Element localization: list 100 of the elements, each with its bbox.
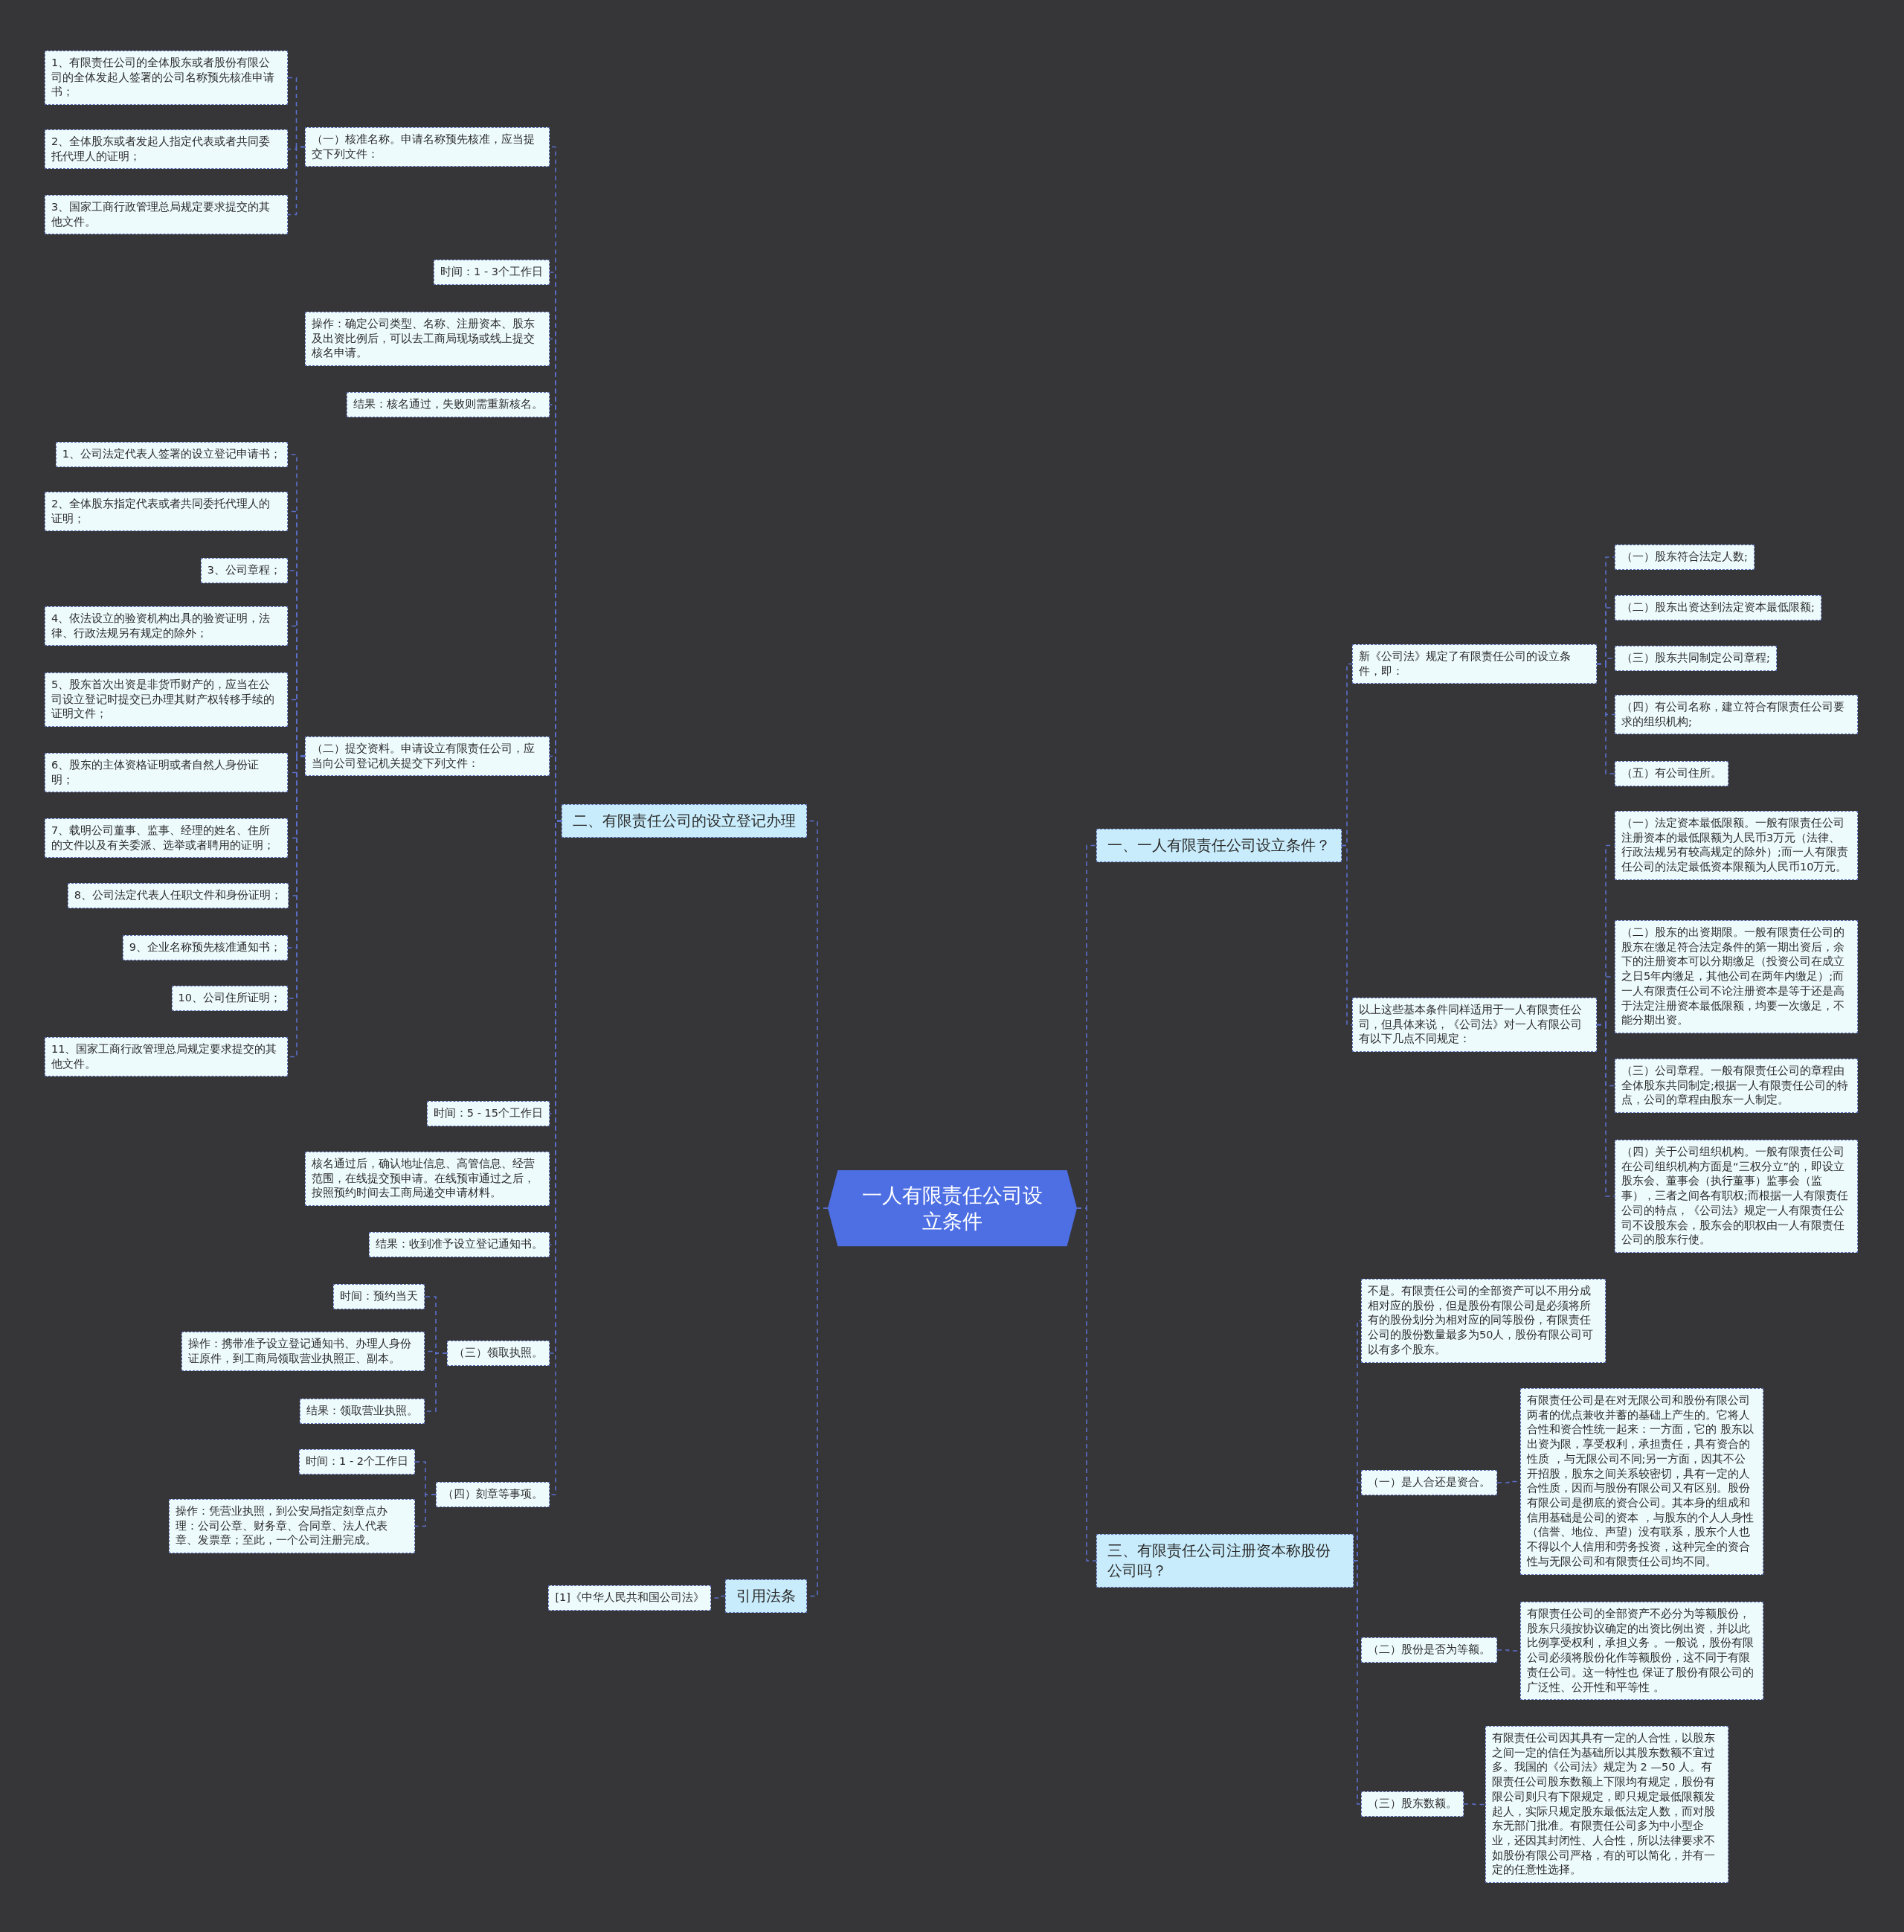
main-topic-box — [1096, 1534, 1354, 1588]
central-topic-hexagon — [828, 1170, 1077, 1247]
connector-line — [1353, 1560, 1362, 1805]
topic-text: 操作：凭营业执照，到公安局指定刻章点办理：公司公章、财务章、合同章、法人代表章、发票章；至此，一个公司注册完成。 — [176, 1504, 388, 1548]
subtopic-box — [45, 753, 288, 793]
topic-text: （二）股东的出资期限。一般有限责任公司的股东在缴足符合法定条件的第一期出资后，余下的注册资本可以分期缴足（投资公司在成立之日5年内缴足，其他公司在两年内缴足）;而一人有限责任公司不论注册资本是等于还是高于法定注册资本最低限额，均要一次缴足，不能分期出资。 — [1621, 925, 1845, 1028]
subtopic-box — [200, 558, 288, 583]
subtopic-box — [347, 392, 550, 417]
topic-text: （四）关于公司组织机构。一般有限责任公司在公司组织机构方面是“三权分立”的，即设立股东会、董事会（执行董事）监事会（监事），三者之间各有职权;而根据一人有限责任公司的特点，《公司法》规定一人有限责任公司不设股东会，股东会的职权由一人有限责任公司的股东行使。 — [1621, 1145, 1849, 1248]
subtopic-box — [436, 1482, 550, 1507]
subtopic-box — [333, 1284, 425, 1309]
topic-text: （三）领取执照。 — [454, 1346, 543, 1360]
topic-text: （三）股东数额。 — [1368, 1797, 1457, 1811]
topic-text: 操作：确定公司类型、名称、注册资本、股东及出资比例后，可以去工商局现场或线上提交核名申请。 — [312, 317, 536, 361]
subtopic-box — [181, 1332, 425, 1372]
subtopic-box — [300, 1399, 425, 1424]
subtopic-box — [305, 1152, 550, 1207]
subtopic-box — [67, 883, 289, 908]
topic-text: 10、公司住所证明； — [178, 991, 281, 1005]
topic-text: 一、一人有限责任公司设立条件？ — [1107, 835, 1331, 856]
topic-text: 时间：5 - 15个工作日 — [433, 1106, 543, 1120]
topic-text: （五）有公司住所。 — [1621, 766, 1722, 780]
subtopic-box — [426, 1101, 550, 1126]
topic-text: 二、有限责任公司的设立登记办理 — [573, 811, 796, 831]
topic-text: 2、全体股东指定代表或者共同委托代理人的证明； — [51, 497, 271, 526]
topic-text: （一）股东符合法定人数; — [1621, 550, 1748, 564]
subtopic-box — [1615, 1140, 1858, 1254]
subtopic-box — [1361, 1279, 1606, 1363]
main-topic-box — [1096, 829, 1342, 863]
topic-text: 结果：核名通过，失败则需重新核名。 — [353, 397, 543, 411]
subtopic-box — [447, 1341, 550, 1366]
topic-text: 不是。有限责任公司的全部资产可以不用分成相对应的股份，但是股份有限公司是必须将所有的股份划分为相对应的同等股份，有限责任公司的股份数量最多为50人，股份有限公司可以有多个股东。 — [1368, 1284, 1595, 1357]
topic-text: 三、有限责任公司注册资本称股份公司吗？ — [1107, 1541, 1331, 1582]
topic-text: 结果：收到准予设立登记通知书。 — [376, 1237, 543, 1251]
connector-line — [1076, 1207, 1097, 1562]
connector-line — [287, 146, 306, 216]
subtopic-box — [1615, 695, 1858, 735]
topic-text: （一）是人合还是资合。 — [1368, 1475, 1490, 1489]
topic-text: 8、公司法定代表人任职文件和身份证明； — [74, 888, 282, 902]
topic-text: 5、股东首次出资是非货币财产的，应当在公司设立登记时提交已办理其财产权转移手续的证明文件； — [51, 678, 275, 722]
main-topic-box — [725, 1579, 807, 1614]
topic-text: 1、公司法定代表人签署的设立登记申请书； — [62, 447, 281, 461]
subtopic-box — [1520, 1602, 1763, 1701]
topic-text: 6、股东的主体资格证明或者自然人身份证明； — [51, 758, 260, 787]
topic-text: 有限责任公司是在对无限公司和股份有限公司两者的优点兼收并蓄的基础上产生的。它将人合性和资合性统一起来：一方面，它的 股东以出资为限，享受权利，承担责任，具有资合的性质 ，与无限公司不同;另一方面，因其不公开招股，股东之间关系较密切，具有一定的人合性质，因而与股份有限公司又有区别。股份有限公司是彻底的资合公司。其本身的组成和信用基础是公司的资本 ，与股东的个人人身性（信誉、地位、声望）没有联系，股东个人也不得以个人信用和劳务投资，这种完全的资合性与无限公司和有限责任公司均不同。 — [1527, 1393, 1755, 1569]
connector-line — [1596, 663, 1615, 774]
topic-text: （四）有公司名称，建立符合有限责任公司要求的组织机构; — [1621, 700, 1845, 729]
subtopic-box — [45, 51, 288, 106]
subtopic-box — [45, 818, 288, 859]
topic-text: 时间：预约当天 — [340, 1289, 418, 1303]
subtopic-box — [1615, 646, 1777, 671]
topic-text: 3、公司章程； — [207, 563, 281, 577]
subtopic-box — [1361, 1637, 1497, 1663]
topic-text: （三）公司章程。一般有限责任公司的章程由全体股东共同制定;根据一人有限责任公司的特点，公司的章程由股东一人制定。 — [1621, 1064, 1849, 1108]
topic-text: 核名通过后，确认地址信息、高管信息、经营范围，在线提交预申请。在线预审通过之后，按照预约时间去工商局递交申请材料。 — [312, 1157, 536, 1201]
topic-text: 7、载明公司董事、监事、经理的姓名、住所的文件以及有关委派、选举或者聘用的证明； — [51, 824, 275, 853]
topic-text: 新《公司法》规定了有限责任公司的设立条件，即： — [1359, 649, 1572, 678]
subtopic-box — [45, 1037, 288, 1077]
subtopic-box — [434, 260, 550, 285]
subtopic-box — [1352, 998, 1597, 1053]
topic-text: （四）刻章等事项。 — [443, 1487, 543, 1501]
subtopic-box — [55, 442, 288, 467]
subtopic-box — [1615, 1059, 1858, 1114]
subtopic-box — [305, 127, 550, 167]
subtopic-box — [299, 1449, 415, 1474]
topic-text: 1、有限责任公司的全体股东或者股份有限公司的全体发起人签署的公司名称预先核准申请书； — [51, 56, 275, 100]
subtopic-box — [548, 1585, 711, 1611]
subtopic-box — [1352, 644, 1597, 684]
subtopic-box — [1615, 761, 1728, 786]
subtopic-box — [169, 1499, 415, 1554]
topic-text: 时间：1 - 3个工作日 — [440, 265, 543, 279]
subtopic-box — [1615, 811, 1858, 880]
topic-text: 2、全体股东或者发起人指定代表或者共同委托代理人的证明； — [51, 135, 271, 164]
topic-text: 引用法条 — [736, 1586, 796, 1606]
subtopic-box — [369, 1232, 550, 1257]
topic-text: 3、国家工商行政管理总局规定要求提交的其他文件。 — [51, 200, 271, 229]
topic-text: 有限责任公司的全部资产不必分为等额股份，股东只须按协议确定的出资比例出资，并以此比例享受权利，承担义务 。一般说，股份有限公司必须将股份化作等额股份，这不同于有限责任公司。这一特性也 保证了股份有限公司的广泛性、公开性和平等性 。 — [1527, 1607, 1755, 1695]
topic-text: （一）核准名称。申请名称预先核准，应当提交下列文件： — [312, 132, 536, 161]
connector-line — [414, 1494, 437, 1527]
subtopic-box — [45, 492, 288, 532]
topic-text: 时间：1 - 2个工作日 — [306, 1454, 408, 1469]
connector-line — [1341, 844, 1353, 1026]
subtopic-box — [45, 606, 288, 646]
topic-text: （三）股东共同制定公司章程; — [1621, 651, 1770, 665]
subtopic-box — [1615, 545, 1755, 570]
subtopic-box — [1615, 920, 1858, 1034]
subtopic-box — [1361, 1791, 1464, 1817]
topic-text: 有限责任公司因其具有一定的人合性，以股东之间一定的信任为基础所以其股东数额不宜过多。我国的《公司法》规定为 2 —50 人。有限责任公司股东数额上下限均有规定，股份有限公司则只有下限规定，即只规定最低限额发起人，实际只规定股东最低法定人数，而对股东无部门批准。有限责任公司多为中小型企业，还因其封闭性、人合性，所以法律要求不如股份有限公司严格，有的可以简化，并有一定的任意性选择。 — [1492, 1731, 1716, 1878]
subtopic-box — [122, 935, 288, 960]
subtopic-box — [45, 129, 288, 170]
topic-text: 操作：携带准予设立登记通知书、办理人身份证原件，到工商局领取营业执照正、副本。 — [188, 1337, 412, 1366]
subtopic-box — [1361, 1470, 1497, 1495]
topic-text: 一人有限责任公司设立条件 — [861, 1183, 1043, 1235]
main-topic-box — [562, 804, 807, 838]
subtopic-box — [45, 195, 288, 235]
topic-text: [1]《中华人民共和国公司法》 — [555, 1591, 704, 1605]
subtopic-box — [1615, 595, 1821, 620]
topic-text: （一）法定资本最低限额。一般有限责任公司注册资本的最低限额为人民币3万元（法律、行政法规另有较高规定的除外）;而一人有限责任公司的法定最低资本限额为人民币10万元。 — [1621, 816, 1849, 875]
connector-line — [1463, 1803, 1486, 1806]
subtopic-box — [171, 986, 288, 1011]
